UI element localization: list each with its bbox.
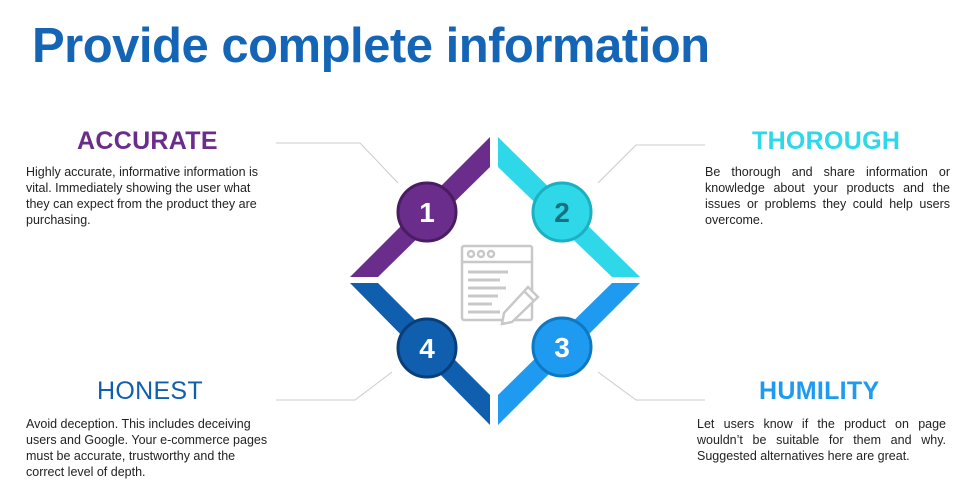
heading-thorough: THOROUGH bbox=[752, 127, 901, 155]
connector-thorough bbox=[597, 144, 705, 184]
connector-honest bbox=[276, 371, 393, 401]
desc-accurate: Highly accurate, informative information… bbox=[26, 165, 259, 227]
heading-accurate: ACCURATE bbox=[77, 127, 218, 155]
step-1-badge: 1 bbox=[396, 181, 458, 243]
desc-honest: Avoid deception. This includes deceiving… bbox=[26, 417, 268, 479]
connector-accurate bbox=[276, 142, 399, 184]
heading-humility: HUMILITY bbox=[759, 377, 880, 405]
step-1-number: 1 bbox=[419, 197, 435, 228]
step-4-badge: 4 bbox=[396, 317, 458, 379]
desc-humility: Let users know if the product on page wo… bbox=[697, 417, 946, 463]
document-edit-icon bbox=[460, 244, 540, 326]
pencil-icon bbox=[500, 285, 540, 326]
step-4-number: 4 bbox=[419, 333, 435, 364]
connector-humility bbox=[597, 371, 705, 401]
step-2-badge: 2 bbox=[531, 181, 593, 243]
page-title: Provide complete information bbox=[32, 19, 710, 73]
heading-honest: HONEST bbox=[97, 377, 203, 405]
step-3-badge: 3 bbox=[531, 316, 593, 378]
step-2-number: 2 bbox=[554, 197, 570, 228]
desc-thorough: Be thorough and share information or kno… bbox=[705, 165, 950, 227]
step-3-number: 3 bbox=[554, 332, 570, 363]
